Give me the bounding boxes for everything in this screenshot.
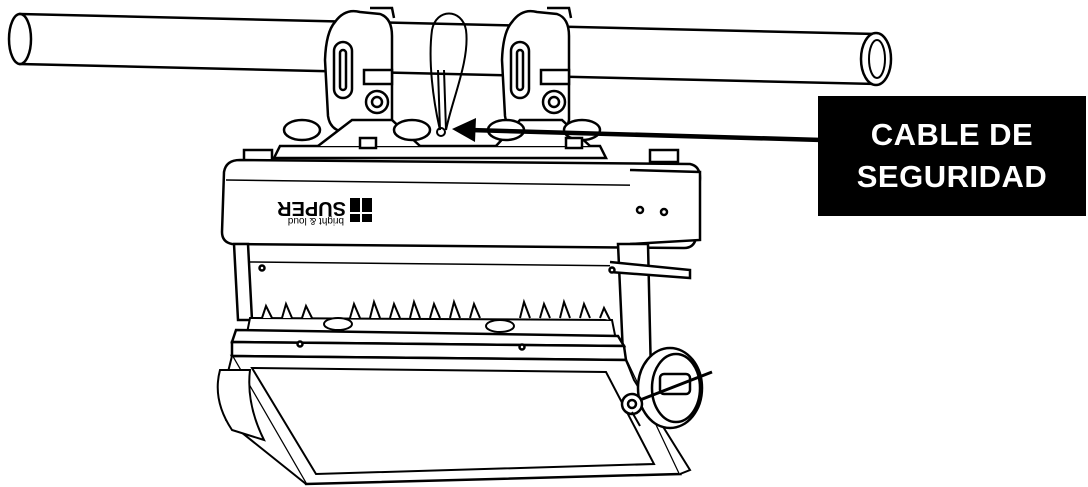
fixture-head: [216, 328, 692, 486]
callout-line-1: CABLE DE: [870, 117, 1034, 152]
callout-line-2: SEGURIDAD: [856, 159, 1048, 194]
tilt-knob: [620, 346, 713, 430]
clamp-left: [323, 6, 396, 134]
brand-tagline: bright & loud: [288, 215, 344, 226]
mounting-pipe: [7, 12, 893, 87]
safety-cable-label: CABLE DE SEGURIDAD: [818, 96, 1086, 216]
clamp-right: [500, 6, 573, 134]
brand-name: SUPER: [277, 197, 346, 219]
fixture-housing: [220, 148, 702, 250]
safety-cable: [429, 12, 468, 137]
brand-logo: SUPER bright & loud: [277, 197, 372, 226]
callout-arrow: [452, 118, 823, 143]
brand-logo-mark: [350, 198, 372, 222]
